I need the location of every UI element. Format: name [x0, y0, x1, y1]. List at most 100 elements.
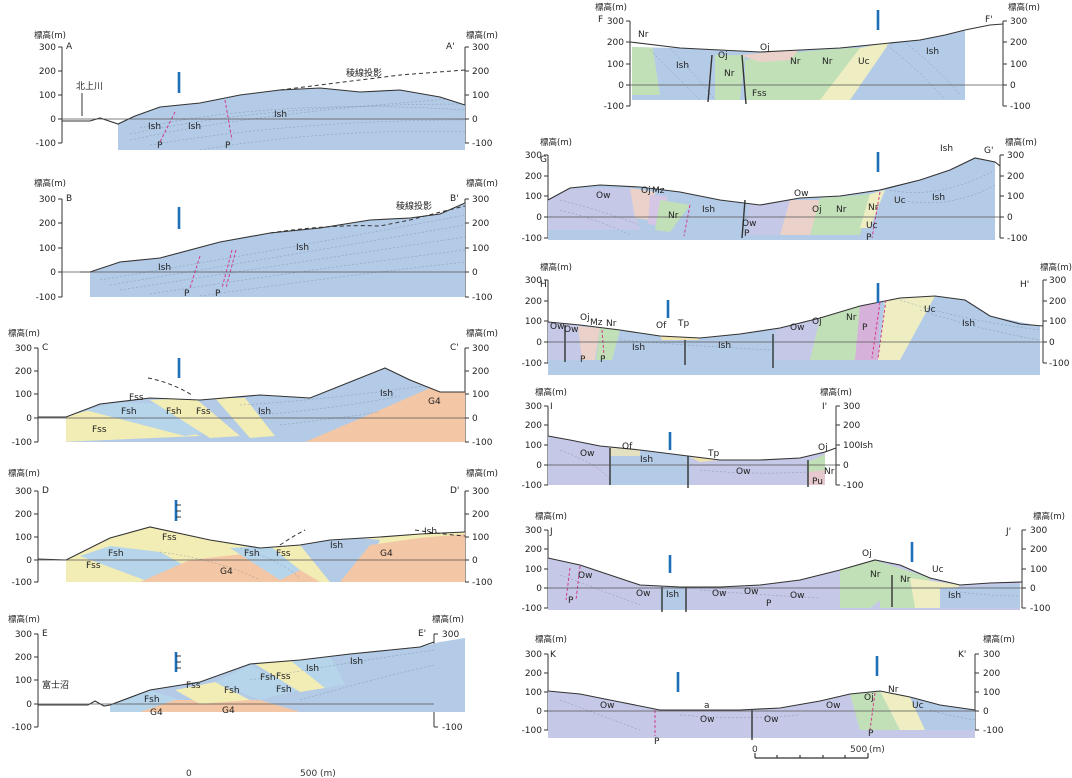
unit-label: Oj: [864, 693, 874, 703]
axis-left-J: 300 200 100 0 -100: [522, 526, 549, 614]
tick-label: -100: [472, 578, 493, 588]
unit-label: Ish: [148, 122, 161, 132]
tick-label: 0: [1030, 584, 1036, 594]
tick-label: 300: [525, 402, 542, 412]
axis-unit-right-F: 標高(m): [1008, 2, 1040, 13]
unit-label: Nr: [668, 211, 679, 221]
scale-bar-right: 0 500 (m): [752, 745, 885, 759]
tick-label: 200: [525, 669, 542, 679]
unit-label: Ish: [676, 61, 689, 71]
tick-label: 200: [472, 67, 489, 77]
tick-label: 100: [472, 390, 489, 400]
unit-label: Ow: [790, 323, 804, 333]
tick-label: -100: [12, 438, 33, 448]
section-K: 標高(m) 標高(m) 300 200 100 0 -100 300 200 1…: [522, 634, 1015, 747]
tick-label: 0: [983, 707, 989, 717]
unit-label: Nr: [868, 203, 879, 213]
tick-label: 100: [1007, 192, 1024, 202]
unit-label: Fsh: [224, 686, 240, 696]
tick-label: 0: [536, 707, 542, 717]
axis-unit-right-H: 標高(m): [1040, 262, 1072, 273]
unit-label: Ow: [636, 589, 650, 599]
tick-label: -100: [36, 139, 57, 149]
tick-label: 100: [525, 688, 542, 698]
unit-label: Ish: [424, 527, 437, 537]
unit-label: Ish: [258, 407, 271, 417]
axis-unit-right-G: 標高(m): [1005, 137, 1037, 148]
unit-label: P: [744, 229, 750, 239]
unit-label: Ish: [962, 319, 975, 329]
tick-label: 300: [525, 526, 542, 536]
unit-label: Ish: [718, 341, 731, 351]
axis-right-A: 300 200 100 0 -100: [464, 43, 493, 149]
unit-label: Tp: [707, 449, 719, 459]
section-label-right: F': [985, 15, 993, 25]
tick-label: 300: [1007, 151, 1024, 161]
unit-label: Ish: [296, 243, 309, 253]
unit-label: Nr: [836, 205, 847, 215]
unit-label: Nr: [638, 30, 649, 40]
section-I: 標高(m) 標高(m) 300 200 100 0 -100 300 200 1…: [522, 387, 874, 491]
unit-label: Ish: [274, 110, 287, 120]
tick-label: 300: [39, 195, 56, 205]
unit-label: Ow: [550, 322, 564, 332]
tick-label: 0: [472, 268, 478, 278]
unit-label: G4: [428, 397, 441, 407]
tick-label: -100: [12, 578, 33, 588]
axis-unit-left-C: 標高(m): [8, 328, 40, 339]
geology-fill-K: [548, 691, 975, 738]
unit-label: Fss: [86, 561, 101, 571]
axis-unit-left-K: 標高(m): [535, 634, 567, 645]
section-label-right: J': [1005, 527, 1011, 537]
section-label-left: E: [42, 629, 48, 639]
section-E: 標高(m) 標高(m) 300 200 100 0 -100 300 200 1…: [8, 614, 465, 733]
axis-left-C: 300 200 100 0 -100: [12, 344, 39, 448]
axis-unit-right-C: 標高(m): [466, 328, 498, 339]
section-label-left: G: [540, 155, 547, 165]
geology-fill-I: [548, 436, 825, 485]
unit-label: Fss: [129, 393, 144, 403]
axis-unit-left-E: 標高(m): [8, 614, 40, 625]
unit-label: Fsh: [108, 549, 124, 559]
section-D: 標高(m) 標高(m) 300 200 100 0 -100 300 200 1…: [8, 468, 498, 588]
geology-fill-C: [66, 368, 465, 442]
unit-label: Fsh: [144, 695, 160, 705]
section-label-right: K': [958, 650, 966, 660]
section-label-left: K: [550, 650, 557, 660]
unit-label: P: [868, 729, 874, 739]
axis-left-E: 300 200 100 0 -100: [12, 630, 39, 733]
unit-label: Nr: [824, 467, 835, 477]
axis-unit-right-E: 標高(m): [432, 614, 464, 625]
axis-left-A: 300 200 100 0 -100: [36, 43, 63, 149]
unit-label: Ish: [702, 205, 715, 215]
unit-label: Oj: [812, 317, 822, 327]
tick-label: 200: [843, 421, 860, 431]
unit-label: Of: [656, 321, 667, 331]
tick-label: -100: [1030, 604, 1051, 614]
unit-label: Ow: [764, 715, 778, 725]
tick-label: -100: [522, 481, 543, 491]
tick-label: 200: [472, 219, 489, 229]
tick-label: 100: [525, 565, 542, 575]
unit-label: P: [654, 737, 660, 747]
section-label-left: I: [550, 402, 553, 412]
unit-label: Ow: [790, 591, 804, 601]
tick-label: 300: [983, 650, 1000, 660]
scale-start: 0: [186, 769, 192, 778]
tick-label: -100: [472, 139, 493, 149]
tick-label: 300: [15, 344, 32, 354]
unit-label: Uc: [866, 221, 878, 231]
section-C: 標高(m) 標高(m) 300 200 100 0 -100 300 200 1…: [8, 328, 498, 448]
unit-label: Oj: [862, 549, 872, 559]
unit-label: Tp: [677, 319, 689, 329]
tick-label: 0: [536, 338, 542, 348]
unit-label: Oj: [641, 186, 651, 196]
unit-label: P: [862, 323, 868, 333]
tick-label: 100: [843, 441, 860, 451]
section-label-right: B': [450, 194, 459, 204]
unit-label: Fss: [92, 425, 107, 435]
unit-label: Ow: [600, 701, 614, 711]
scale-unit: (m): [869, 745, 885, 755]
unit-label: Fsh: [244, 549, 260, 559]
unit-label: P: [766, 599, 772, 609]
